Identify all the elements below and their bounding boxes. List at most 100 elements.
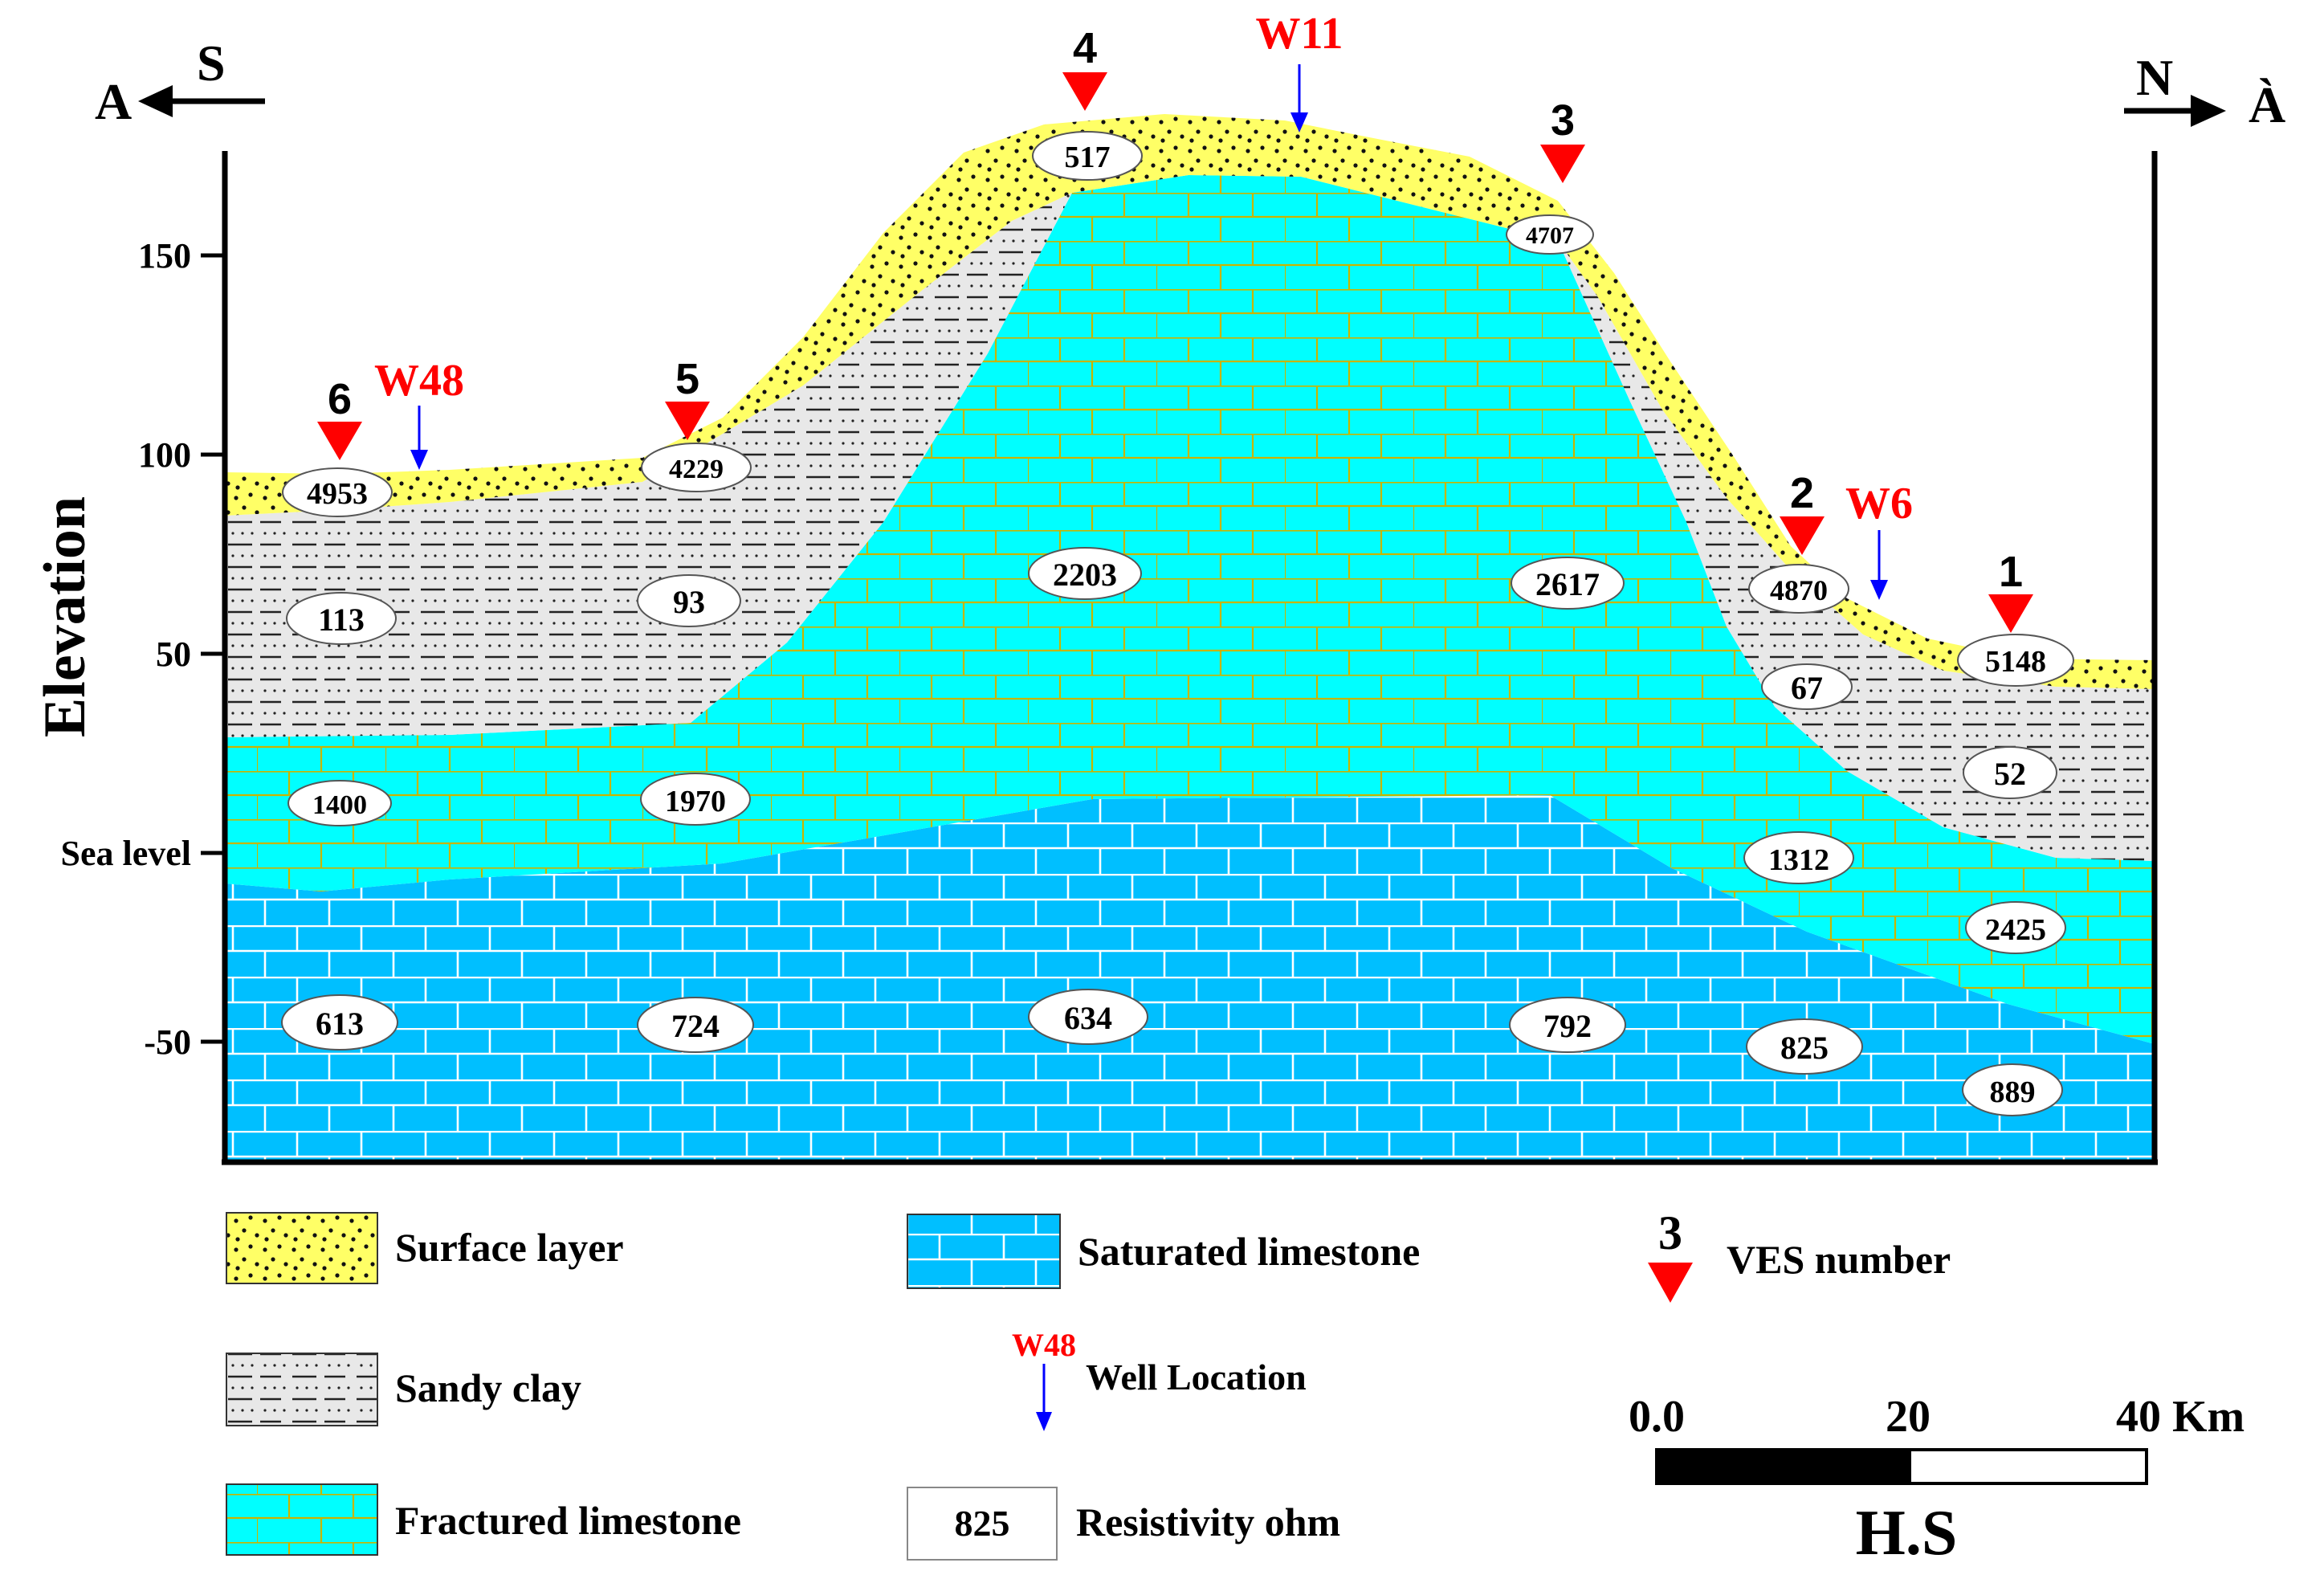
resistivity-fractured-1: 1400 bbox=[287, 780, 392, 826]
tick-label-150: 150 bbox=[138, 236, 191, 275]
ves-marker-5: 5 bbox=[665, 355, 710, 440]
svg-text:2617: 2617 bbox=[1535, 566, 1600, 602]
resistivity-fractured-6: 2425 bbox=[1965, 901, 2066, 954]
svg-text:613: 613 bbox=[316, 1006, 364, 1042]
section-layers bbox=[225, 114, 2155, 1162]
svg-text:67: 67 bbox=[1791, 670, 1823, 706]
svg-text:792: 792 bbox=[1543, 1008, 1592, 1044]
ves-marker-1: 1 bbox=[1988, 548, 2033, 633]
left-direction-label: S bbox=[197, 35, 226, 92]
svg-text:1970: 1970 bbox=[665, 785, 726, 818]
layer-sandy-clay-right bbox=[1558, 241, 2155, 861]
resistivity-labels: 4953 4229 517 4707 4870 5148 113 93 67 5… bbox=[281, 131, 2074, 1116]
tick-label-minus-50: -50 bbox=[144, 1022, 191, 1062]
resistivity-clay-4: 52 bbox=[1963, 746, 2057, 799]
layer-sandy-clay bbox=[225, 193, 1072, 737]
svg-text:113: 113 bbox=[318, 602, 365, 638]
svg-text:Saturated limestone: Saturated limestone bbox=[1078, 1229, 1420, 1274]
svg-text:4953: 4953 bbox=[307, 477, 368, 511]
right-end-label: À bbox=[2249, 76, 2285, 133]
legend-well-location: W48 Well Location bbox=[1012, 1327, 1307, 1431]
svg-text:634: 634 bbox=[1064, 1000, 1112, 1036]
svg-text:517: 517 bbox=[1065, 141, 1111, 174]
svg-text:724: 724 bbox=[671, 1008, 720, 1044]
resistivity-fractured-5: 1312 bbox=[1743, 831, 1854, 884]
scale-bar: 0.0 20 40 Km H.S bbox=[1629, 1392, 2244, 1569]
ves-number: 2 bbox=[1790, 469, 1814, 517]
left-end-label: A bbox=[95, 73, 132, 130]
resistivity-clay-1: 113 bbox=[286, 592, 397, 645]
well-label: W48 bbox=[374, 356, 464, 406]
svg-text:2425: 2425 bbox=[1985, 913, 2046, 947]
resistivity-saturated-4: 792 bbox=[1509, 997, 1626, 1053]
svg-text:Resistivity ohm: Resistivity ohm bbox=[1076, 1500, 1340, 1544]
resistivity-saturated-1: 613 bbox=[281, 994, 398, 1051]
resistivity-surface-4: 4707 bbox=[1506, 214, 1594, 255]
ves-number: 5 bbox=[675, 355, 699, 403]
legend: Surface layer Sandy clay Fractured limes… bbox=[226, 1206, 1951, 1561]
left-arrow-icon bbox=[138, 85, 173, 117]
tick-label-50: 50 bbox=[156, 634, 191, 674]
down-arrow-icon bbox=[1290, 112, 1308, 133]
well-label: W6 bbox=[1845, 479, 1913, 528]
down-arrow-icon bbox=[410, 450, 428, 470]
legend-saturated-limestone: Saturated limestone bbox=[907, 1214, 1420, 1289]
ves-triangle-icon bbox=[1780, 516, 1825, 555]
axis-title: Elevation bbox=[32, 496, 98, 737]
scale-caption: H.S bbox=[1856, 1498, 1958, 1569]
resistivity-surface-6: 5148 bbox=[1957, 634, 2074, 687]
svg-text:Well Location: Well Location bbox=[1086, 1357, 1307, 1398]
well-w6: W6 bbox=[1845, 479, 1913, 600]
resistivity-surface-5: 4870 bbox=[1748, 564, 1849, 614]
scale-tick-40: 40 Km bbox=[2116, 1392, 2244, 1442]
svg-text:5148: 5148 bbox=[1985, 645, 2046, 679]
svg-text:889: 889 bbox=[1990, 1075, 2036, 1109]
svg-text:2203: 2203 bbox=[1053, 557, 1117, 593]
ves-marker-6: 6 bbox=[317, 375, 362, 460]
tick-label-sea-level: Sea level bbox=[60, 834, 191, 873]
legend-ves-number: 3 VES number bbox=[1648, 1206, 1951, 1303]
tick-label-100: 100 bbox=[138, 435, 191, 475]
scale-tick-20: 20 bbox=[1886, 1392, 1931, 1442]
svg-text:4870: 4870 bbox=[1770, 574, 1828, 606]
down-arrow-icon bbox=[1870, 580, 1888, 600]
profile-header: A S N À bbox=[95, 35, 2285, 133]
ves-marker-3: 3 bbox=[1540, 96, 1585, 183]
svg-text:1312: 1312 bbox=[1768, 843, 1829, 877]
svg-text:Surface layer: Surface layer bbox=[395, 1225, 624, 1270]
resistivity-saturated-5: 825 bbox=[1746, 1018, 1863, 1075]
right-arrow-icon bbox=[2191, 95, 2226, 127]
svg-text:4707: 4707 bbox=[1526, 222, 1574, 249]
ves-triangle-icon bbox=[1540, 145, 1585, 183]
ves-triangle-icon bbox=[665, 402, 710, 440]
svg-text:Fractured limestone: Fractured limestone bbox=[395, 1498, 741, 1543]
ves-triangle-icon bbox=[1062, 72, 1107, 111]
svg-text:Sandy clay: Sandy clay bbox=[395, 1365, 581, 1410]
ves-markers: 6 5 4 3 2 1 bbox=[317, 24, 2033, 633]
resistivity-fractured-4: 2617 bbox=[1511, 557, 1625, 610]
resistivity-surface-1: 4953 bbox=[282, 467, 393, 517]
elevation-axis bbox=[201, 253, 225, 1044]
section-frame bbox=[222, 151, 2158, 1165]
well-w48: W48 bbox=[374, 356, 464, 470]
ves-marker-4: 4 bbox=[1062, 24, 1107, 111]
right-direction-label: N bbox=[2136, 49, 2173, 106]
ves-number: 6 bbox=[328, 375, 352, 423]
svg-text:825: 825 bbox=[1780, 1030, 1829, 1066]
ves-number: 1 bbox=[1999, 548, 2023, 596]
wells: W48 W11 W6 bbox=[374, 9, 1913, 600]
ves-marker-2: 2 bbox=[1780, 469, 1825, 555]
well-label: W11 bbox=[1256, 9, 1343, 59]
ves-number: 3 bbox=[1551, 96, 1575, 145]
resistivity-clay-3: 67 bbox=[1761, 663, 1853, 710]
ves-triangle-icon bbox=[1988, 594, 2033, 633]
ves-number: 4 bbox=[1073, 24, 1097, 72]
resistivity-saturated-2: 724 bbox=[637, 997, 754, 1053]
svg-text:825: 825 bbox=[955, 1503, 1010, 1544]
resistivity-saturated-3: 634 bbox=[1028, 989, 1148, 1045]
svg-text:4229: 4229 bbox=[669, 455, 724, 484]
scale-tick-0: 0.0 bbox=[1629, 1392, 1685, 1442]
svg-text:3: 3 bbox=[1658, 1206, 1682, 1259]
resistivity-clay-2: 93 bbox=[637, 574, 741, 627]
